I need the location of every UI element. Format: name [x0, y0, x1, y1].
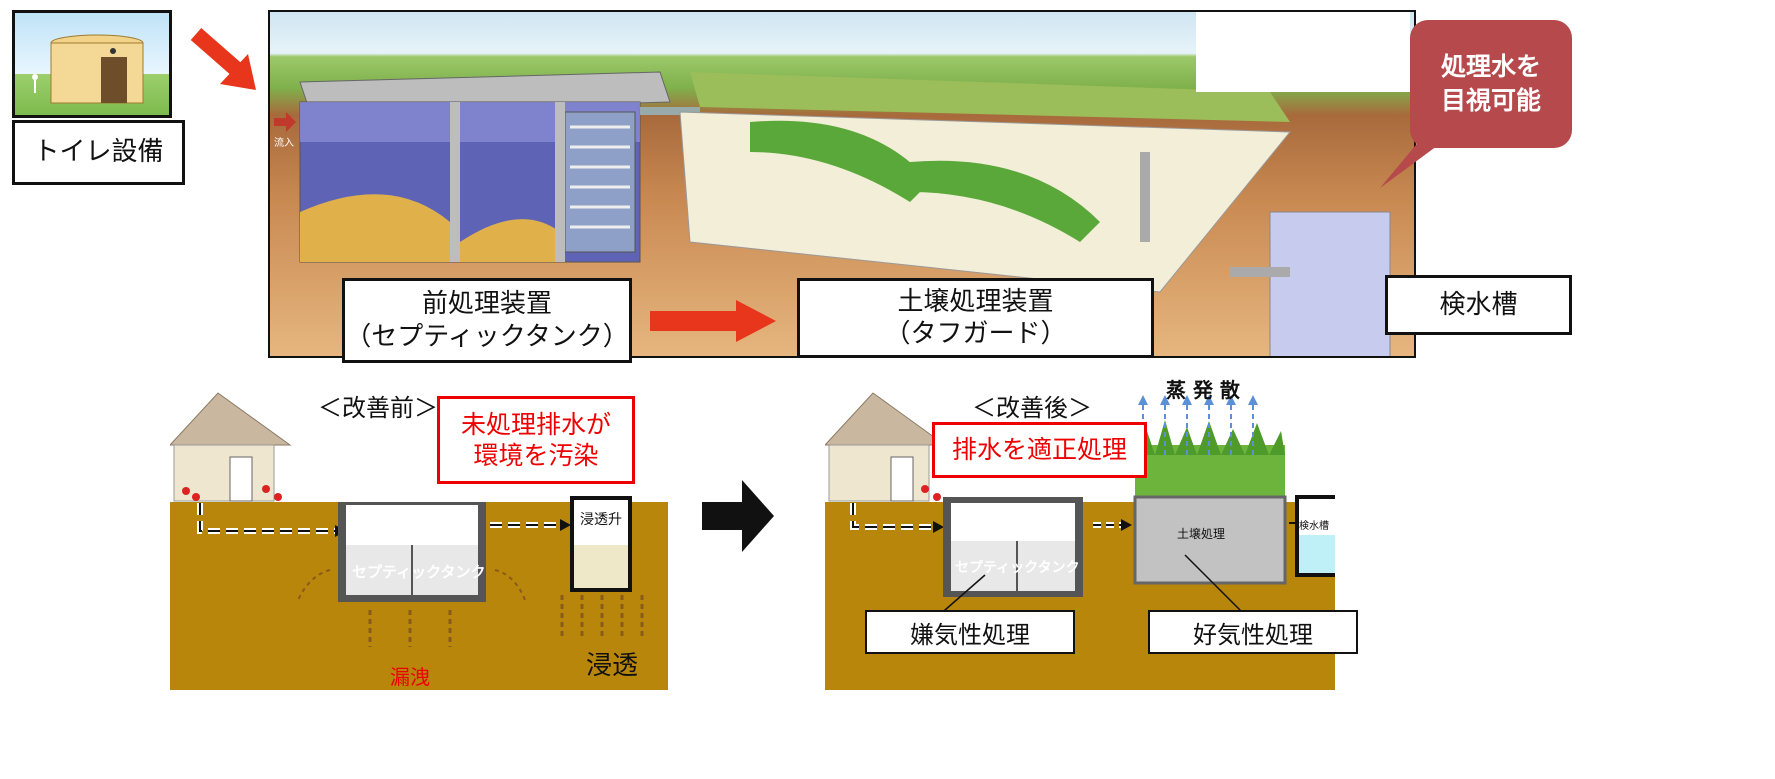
anaerobic-text: 嫌気性処理: [910, 620, 1030, 649]
evaporation-label: 蒸 発 散: [1166, 378, 1240, 402]
inspection-tank-label: 検水槽: [1385, 275, 1572, 335]
after-inspect-label: 検水槽: [1299, 521, 1329, 532]
toilet-building-icon: [32, 34, 144, 104]
aerobic-text: 好気性処理: [1193, 620, 1313, 649]
before-note-line-2: 環境を汚染: [473, 441, 599, 470]
before-leak-label: 漏洩: [390, 665, 430, 689]
before-note-line-1: 未処理排水が: [460, 409, 611, 439]
inspection-tank-text: 検水槽: [1439, 289, 1518, 320]
after-note: 排水を適正処理: [932, 422, 1147, 478]
after-note-text: 排水を適正処理: [951, 435, 1127, 465]
callout-line-1: 処理水を: [1440, 52, 1541, 82]
toilet-image: [12, 10, 172, 118]
soil-treatment-title: 土壌処理装置: [897, 286, 1054, 317]
aerobic-label: 好気性処理: [1148, 610, 1358, 654]
pretreatment-subtitle: （セプティックタンク）: [345, 321, 629, 352]
soil-treatment-subtitle: （タフガード）: [884, 319, 1067, 349]
before-pit-label: 浸透升: [580, 512, 622, 528]
pretreatment-title: 前処理装置: [421, 289, 552, 319]
callout-line-2: 目視可能: [1440, 86, 1541, 115]
toilet-label: トイレ設備: [12, 120, 185, 185]
after-title: ＜改善後＞: [972, 394, 1092, 422]
before-seep-label: 浸透: [586, 651, 639, 681]
callout-pointer: [1380, 140, 1445, 188]
before-tank-label: セプティックタンク: [352, 563, 486, 581]
after-soil-label: 土壌処理: [1177, 527, 1226, 541]
callout-bubble: 処理水を 目視可能: [1410, 20, 1572, 148]
soil-treatment-label: 土壌処理装置 （タフガード）: [797, 278, 1154, 358]
pretreatment-label: 前処理装置 （セプティックタンク）: [342, 278, 632, 363]
after-tank-label: セプティックタンク: [955, 560, 1080, 576]
before-note: 未処理排水が 環境を汚染: [437, 396, 635, 484]
before-title: ＜改善前＞: [318, 394, 438, 422]
sky-blank-patch: [1196, 12, 1410, 92]
anaerobic-label: 嫌気性処理: [865, 610, 1075, 654]
red-diagonal-arrow: [190, 27, 256, 90]
inflow-label: 流入: [274, 138, 294, 149]
toilet-label-text: トイレ設備: [33, 137, 164, 168]
red-right-arrow: [650, 300, 776, 342]
black-right-arrow: [702, 480, 774, 552]
